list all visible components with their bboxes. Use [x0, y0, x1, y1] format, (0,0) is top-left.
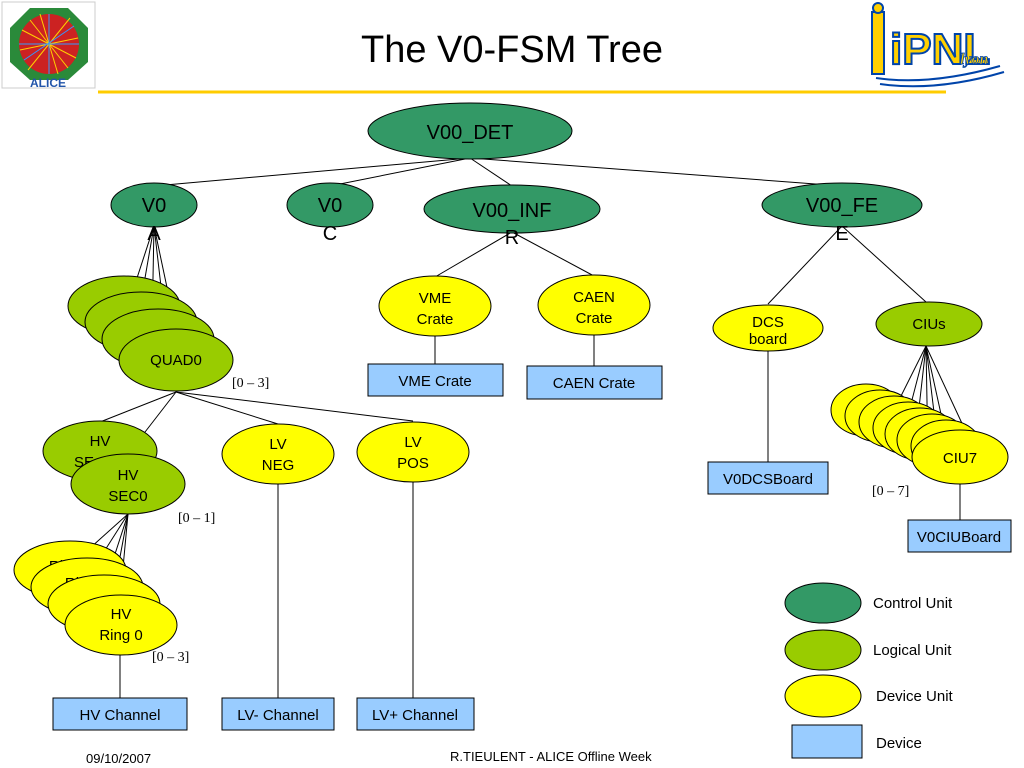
node-lv-pos-label-1: LV [404, 434, 421, 451]
node-v00-infr: V00_INF R [423, 184, 601, 249]
node-ciu-stack: CIU7 [830, 383, 1009, 485]
node-vme-crate-label-1: VME [419, 290, 452, 307]
device-lv-plus-channel: LV+ Channel [356, 697, 475, 731]
node-v00-fee-label-1: V00_FE [806, 195, 878, 217]
range-ciu: [0 – 7] [872, 484, 909, 499]
alice-logo-text: ALICE [30, 76, 66, 90]
node-hv-ring-stack: Ri Ri HV Ring 0 [13, 540, 178, 656]
legend-label-device: Device [876, 735, 922, 752]
alice-logo-icon: ALICE [1, 1, 96, 90]
device-vme-crate: VME Crate [367, 363, 504, 397]
node-hv-sec-back-label-1: HV [90, 433, 111, 450]
device-v0ciuboard: V0CIUBoard [907, 519, 1012, 553]
node-ciu-label: CIU7 [943, 450, 977, 467]
device-lv-minus-channel-label: LV- Channel [237, 707, 318, 724]
node-v00-fee: V00_FE E [761, 182, 923, 245]
device-hv-channel-label: HV Channel [80, 707, 161, 724]
footer-credit: R.TIEULENT - ALICE Offline Week [450, 749, 652, 764]
device-v0ciuboard-label: V0CIUBoard [917, 529, 1001, 546]
node-v00-fee-label-2: E [835, 223, 848, 245]
footer-date: 09/10/2007 [86, 751, 151, 766]
node-lv-neg-label-1: LV [269, 436, 286, 453]
legend-swatch-device [791, 724, 863, 759]
ipnl-logo-sub: lyon [960, 51, 989, 68]
node-hv-sec-stack: HV SE HV SEC0 [42, 420, 186, 515]
node-dcs-board-label-2: board [749, 331, 787, 348]
device-caen-crate: CAEN Crate [526, 365, 663, 400]
node-dcs-board-label-1: DCS [752, 314, 784, 331]
node-cius-label: CIUs [912, 316, 945, 333]
node-v00-infr-label-2: R [505, 227, 519, 249]
node-caen-crate-label-2: Crate [576, 310, 613, 327]
node-lv-neg: LV NEG [221, 423, 335, 485]
ipnl-logo-icon: iPNL lyon [871, 2, 1005, 88]
legend-swatch-control [784, 582, 862, 624]
node-hv-sec-label-1: HV [118, 467, 139, 484]
node-caen-crate-label-1: CAEN [573, 289, 615, 306]
node-v0a: V0 A [110, 182, 198, 245]
node-v0c-label-1: V0 [318, 195, 342, 217]
device-lv-minus-channel: LV- Channel [221, 697, 335, 731]
legend-label-logical: Logical Unit [873, 642, 952, 659]
node-v0a-label-2: A [147, 223, 161, 245]
node-hv-ring-label-1: HV [111, 606, 132, 623]
legend-item-device-unit: Device Unit [784, 674, 954, 718]
legend-item-logical-unit: Logical Unit [784, 629, 952, 671]
legend-label-device-unit: Device Unit [876, 688, 954, 705]
device-v0dcsboard-label: V0DCSBoard [723, 471, 813, 488]
legend-item-control-unit: Control Unit [784, 582, 953, 624]
node-v00-infr-label-1: V00_INF [473, 200, 552, 222]
legend-label-control: Control Unit [873, 595, 953, 612]
device-hv-channel: HV Channel [52, 697, 188, 731]
node-v0c: V0 C [286, 182, 374, 245]
legend-swatch-logical [784, 629, 862, 671]
node-v0c-label-2: C [323, 223, 337, 245]
device-lv-plus-channel-label: LV+ Channel [372, 707, 458, 724]
node-caen-crate-unit: CAEN Crate [537, 274, 651, 336]
node-hv-sec-label-2: SEC0 [108, 488, 147, 505]
node-cius: CIUs [875, 301, 983, 347]
device-vme-crate-label: VME Crate [398, 373, 471, 390]
node-v00-det-label: V00_DET [427, 122, 514, 144]
node-lv-pos: LV POS [356, 421, 470, 483]
range-hv-sec: [0 – 1] [178, 511, 215, 526]
node-lv-neg-label-2: NEG [262, 457, 295, 474]
node-hv-ring-label-2: Ring 0 [99, 627, 142, 644]
node-quad-stack: QUAD0 [67, 275, 234, 392]
legend-swatch-device-unit [784, 674, 862, 718]
node-v0a-label-1: V0 [142, 195, 166, 217]
device-caen-crate-label: CAEN Crate [553, 375, 636, 392]
range-hv-ring: [0 – 3] [152, 650, 189, 665]
legend-item-device: Device [791, 724, 922, 759]
node-v00-det: V00_DET [367, 102, 573, 160]
node-dcs-board: DCS board [712, 304, 824, 352]
device-v0dcsboard: V0DCSBoard [707, 461, 829, 495]
node-vme-crate-label-2: Crate [417, 311, 454, 328]
range-quad: [0 – 3] [232, 376, 269, 391]
page-title: The V0-FSM Tree [361, 29, 663, 71]
node-quad-label: QUAD0 [150, 352, 202, 369]
node-vme-crate-unit: VME Crate [378, 275, 492, 337]
ipnl-logo-text: iPNL [890, 25, 990, 74]
tree-connectors [69, 157, 967, 698]
node-lv-pos-label-2: POS [397, 455, 429, 472]
legend: Control Unit Logical Unit Device Unit De… [784, 582, 954, 759]
